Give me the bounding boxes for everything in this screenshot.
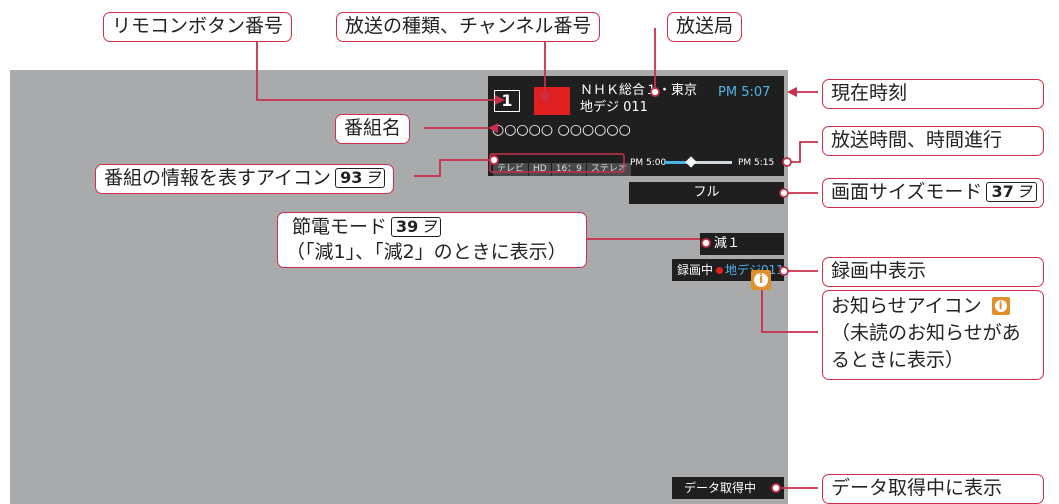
recording-label: 録画中	[677, 263, 714, 277]
arrow-program-name	[488, 123, 498, 133]
callout-recording-display: 録画中表示	[822, 257, 1044, 287]
dot-power-save	[701, 238, 711, 248]
callout-broadcast-time-progress: 放送時間、時間進行	[822, 126, 1044, 156]
dot-broadcast-time	[782, 157, 792, 167]
current-time: PM 5:07	[718, 85, 771, 100]
progress-fill	[664, 161, 692, 164]
channel-number: 地デジ 011	[580, 100, 648, 115]
callout-program-name: 番組名	[335, 114, 411, 144]
remote-button-number: 1	[501, 91, 513, 110]
data-acquiring-label: データ取得中	[684, 481, 757, 495]
tags-bracket	[489, 153, 625, 173]
remote-button-number-box: 1	[494, 90, 520, 112]
dot-broadcaster	[650, 87, 660, 97]
data-acquiring-indicator: データ取得中	[672, 477, 784, 499]
callout-data-acquiring: データ取得中に表示	[822, 474, 1044, 504]
dot-recording	[779, 266, 789, 276]
screen-size-mode-value: フル	[693, 185, 720, 200]
leader-power-save	[585, 238, 700, 243]
callout-current-time: 現在時刻	[822, 79, 1044, 109]
screen-size-mode-box: フル	[629, 182, 784, 204]
start-time: PM 5:00	[630, 158, 667, 168]
arrow-channel-type	[540, 94, 550, 103]
info-icon-sample: i	[991, 297, 1010, 315]
recording-dot	[716, 267, 723, 274]
dot-program-icons	[489, 155, 499, 165]
callout-broadcaster: 放送局	[667, 12, 743, 42]
callout-remote-button-number: リモコンボタン番号	[103, 12, 293, 42]
station-name: ＮＨＫ総合１・東京	[580, 83, 698, 98]
dot-data-acquiring	[771, 483, 781, 493]
end-time: PM 5:15	[738, 158, 775, 168]
leader-broadcast-time	[787, 141, 818, 163]
channel-logo	[534, 87, 570, 115]
leader-info-icon	[761, 290, 818, 333]
dot-screen-size	[779, 188, 789, 198]
power-save-value: 減１	[714, 236, 741, 251]
leader-remote-button	[256, 38, 495, 101]
callout-broadcast-type-channel: 放送の種類、チャンネル番号	[336, 12, 601, 42]
leader-program-icons	[414, 159, 494, 177]
program-name: ○○○○○ ○○○○○○	[492, 122, 631, 138]
power-save-box: 減１	[700, 233, 784, 255]
arrow-remote-button	[495, 95, 505, 105]
info-notice-icon: i	[751, 270, 771, 290]
progress-track	[664, 156, 732, 168]
arrow-current-time	[787, 87, 797, 97]
